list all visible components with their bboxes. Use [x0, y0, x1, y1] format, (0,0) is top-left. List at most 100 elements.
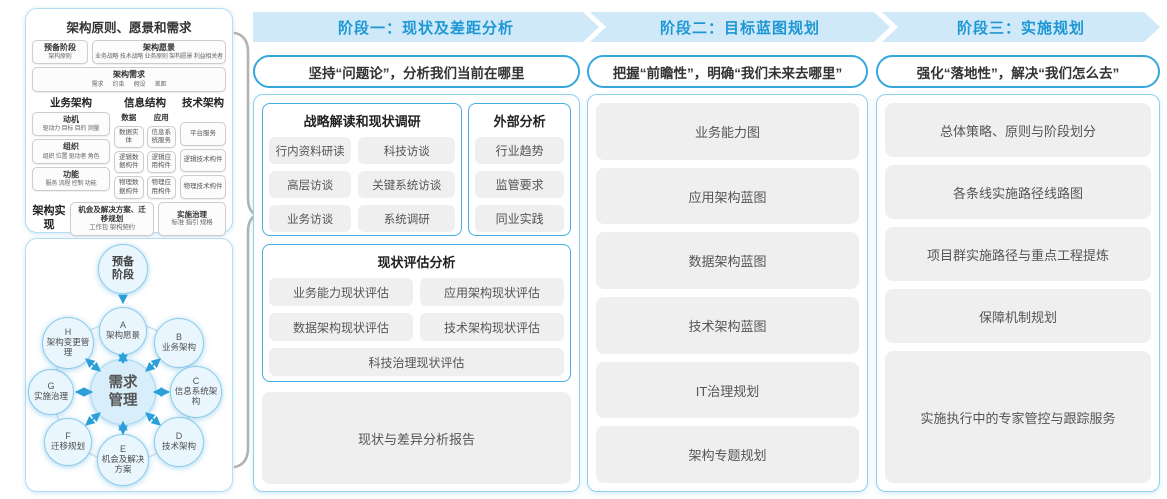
application-subcolumn: 应用 信息系统服务 逻辑应用构件 物理应用构件: [146, 112, 176, 199]
assessment-full-item: 科技治理现状评估: [269, 348, 564, 376]
adm-node-label: 机会及解决方案: [101, 454, 145, 474]
phase2-item: 业务能力图: [596, 103, 859, 160]
function-sub: 服务 流程 控制 功能: [45, 181, 97, 188]
technology-item: 逻辑技术构件: [180, 148, 226, 173]
adm-node-label: 实施治理: [33, 391, 68, 402]
business-architecture-title: 业务架构: [50, 96, 92, 109]
phase3-content-panel: 总体策略、原则与阶段划分 各条线实施路径线路图 项目群实施路径与重点工程提炼 保…: [876, 94, 1160, 492]
adm-node-b: B 业务架构: [154, 318, 204, 368]
architecture-realization-title: 架构实现: [32, 205, 66, 231]
technology-architecture-title: 技术架构: [182, 96, 224, 109]
organization-box: 组织 组织 位置 驱动者 角色: [32, 139, 110, 164]
assessment-item: 技术架构现状评估: [420, 313, 564, 341]
adm-node-letter: F: [65, 431, 71, 442]
adm-prep-circle: 预备阶段: [98, 244, 148, 294]
organization-title: 组织: [63, 142, 79, 152]
gap-analysis-report-box: 现状与差异分析报告: [262, 392, 571, 484]
strategy-item: 业务访谈: [269, 205, 352, 232]
current-state-assessment-box: 现状评估分析 业务能力现状评估 应用架构现状评估 数据架构现状评估 技术架构现状…: [262, 244, 571, 382]
data-subcolumn: 数据 数据实体 逻辑数据构件 物理数据构件: [114, 112, 144, 199]
adm-node-label: 迁移规划: [50, 441, 85, 452]
implementation-governance-title: 实施治理: [177, 209, 207, 219]
phase3-item: 总体策略、原则与阶段划分: [885, 103, 1151, 157]
external-item: 行业趋势: [475, 137, 564, 164]
adm-node-g: G 实施治理: [28, 369, 74, 415]
adm-node-h: H 架构变更管理: [42, 317, 94, 369]
phase3-subtitle-box: 强化“落地性”，解决“我们怎么去”: [876, 55, 1160, 88]
architecture-requirements-title: 架构需求: [113, 70, 145, 80]
adm-node-label: 信息系统架构: [174, 386, 218, 406]
prep-phase-sub: 架构原则: [48, 54, 72, 61]
phase2-item: 数据架构蓝图: [596, 232, 859, 290]
opportunities-migration-sub: 工作包 架构契约: [89, 224, 135, 232]
framework-architecture-columns: 业务架构 动机 驱动力 目标 目的 测量 组织 组织 位置 驱动者 角色 功能 …: [32, 95, 226, 199]
architecture-vision-box: 架构愿景 业务战略 技术战略 业务原则 架构愿景 利益相关者: [92, 40, 226, 65]
information-structure-title: 信息结构: [124, 96, 166, 109]
phase3-subtitle: 强化“落地性”，解决“我们怎么去”: [916, 65, 1120, 81]
motivation-sub: 驱动力 目标 目的 测量: [42, 126, 100, 133]
data-item: 物理数据构件: [114, 176, 144, 199]
phase2-item: 应用架构蓝图: [596, 167, 859, 225]
adm-node-letter: E: [119, 444, 126, 455]
adm-node-label: 业务架构: [161, 342, 196, 353]
adm-node-letter: C: [192, 376, 200, 387]
assessment-item: 业务能力现状评估: [269, 278, 413, 306]
phase1-subtitle-box: 坚持“问题论”，分析我们当前在哪里: [253, 55, 580, 88]
adm-node-letter: D: [175, 431, 183, 442]
adm-node-letter: G: [47, 381, 55, 392]
phase3-header-band: 阶段三：实施规划: [882, 12, 1160, 42]
phase2-content-panel: 业务能力图 应用架构蓝图 数据架构蓝图 技术架构蓝图 IT治理规划 架构专题规划: [587, 94, 868, 492]
strategy-item: 关键系统访谈: [358, 171, 456, 198]
strategy-research-box: 战略解读和现状调研 行内资料研读 科技访谈 高层访谈 关键系统访谈 业务访谈 系…: [262, 103, 463, 236]
architecture-requirements-box: 架构需求 需求 约束 假设 差距: [32, 67, 226, 92]
phase1-title: 阶段一：现状及差距分析: [337, 19, 514, 37]
adm-node-c: C 信息系统架构: [170, 366, 222, 418]
framework-title: 架构原则、愿景和需求: [66, 21, 192, 35]
data-title: 数据: [121, 112, 137, 122]
phase2-title: 阶段二：目标蓝图规划: [659, 19, 820, 37]
framework-row-requirements: 架构需求 需求 约束 假设 差距: [32, 67, 226, 92]
adm-node-f: F 迁移规划: [44, 418, 92, 466]
adm-node-label: 架构愿景: [105, 330, 140, 341]
opportunities-migration-title: 机会及解决方案、迁移规划: [78, 204, 146, 224]
adm-node-letter: B: [175, 332, 182, 343]
adm-node-letter: H: [64, 327, 72, 338]
phase1-content-panel: 战略解读和现状调研 行内资料研读 科技访谈 高层访谈 关键系统访谈 业务访谈 系…: [253, 94, 580, 492]
external-analysis-title: 外部分析: [493, 114, 546, 129]
implementation-governance-sub: 标准 指引 规格: [171, 219, 213, 227]
prep-phase-box: 预备阶段 架构原则: [32, 40, 88, 65]
phase3-big-item: 实施执行中的专家管控与跟踪服务: [885, 351, 1151, 483]
strategy-item: 科技访谈: [358, 137, 456, 164]
architecture-framework-panel: 架构原则、愿景和需求 预备阶段 架构原则 架构愿景 业务战略 技术战略 业务原则…: [25, 8, 233, 236]
phase2-subtitle: 把握“前瞻性”，明确“我们未来去哪里”: [612, 65, 843, 81]
phase1-header-band: 阶段一：现状及差距分析: [253, 12, 599, 42]
phase1-subtitle: 坚持“问题论”，分析我们当前在哪里: [308, 65, 525, 81]
adm-node-d: D 技术架构: [154, 417, 204, 467]
application-title: 应用: [153, 112, 169, 122]
architecture-realization-row: 架构实现 机会及解决方案、迁移规划 工作包 架构契约 实施治理 标准 指引 规格: [32, 201, 226, 236]
phase2-item: 技术架构蓝图: [596, 297, 859, 354]
phase3-item: 项目群实施路径与重点工程提炼: [885, 227, 1151, 281]
adm-cycle-panel: 预备阶段 需求管理 A 架构愿景 B 业务架构 C 信息系统架构 D 技术架构 …: [25, 238, 233, 492]
external-analysis-box: 外部分析 行业趋势 监管要求 同业实践: [468, 103, 571, 236]
application-item: 信息系统服务: [146, 125, 176, 149]
application-item: 逻辑应用构件: [146, 151, 176, 174]
phase3-item: 保障机制规划: [885, 289, 1151, 343]
technology-item: 平台服务: [180, 121, 226, 146]
adm-node-label: 架构变更管理: [46, 337, 90, 357]
phase2-header-band: 阶段二：目标蓝图规划: [590, 12, 890, 42]
organization-sub: 组织 位置 驱动者 角色: [42, 153, 100, 160]
adm-node-label: 技术架构: [161, 441, 196, 452]
phase3-title: 阶段三：实施规划: [956, 19, 1085, 37]
strategy-research-title: 战略解读和现状调研: [303, 114, 421, 129]
architecture-requirements-sub: 需求 约束 假设 差距: [91, 81, 167, 88]
function-box: 功能 服务 流程 控制 功能: [32, 166, 110, 192]
data-item: 逻辑数据构件: [114, 151, 144, 174]
function-title: 功能: [63, 169, 79, 179]
data-item: 数据实体: [114, 125, 144, 149]
assessment-title: 现状评估分析: [377, 255, 456, 270]
opportunities-migration-box: 机会及解决方案、迁移规划 工作包 架构契约: [70, 201, 154, 236]
business-architecture-column: 业务架构 动机 驱动力 目标 目的 测量 组织 组织 位置 驱动者 角色 功能 …: [32, 95, 110, 199]
framework-row-vision: 预备阶段 架构原则 架构愿景 业务战略 技术战略 业务原则 架构愿景 利益相关者: [32, 40, 226, 65]
prep-phase-title: 预备阶段: [44, 43, 76, 52]
